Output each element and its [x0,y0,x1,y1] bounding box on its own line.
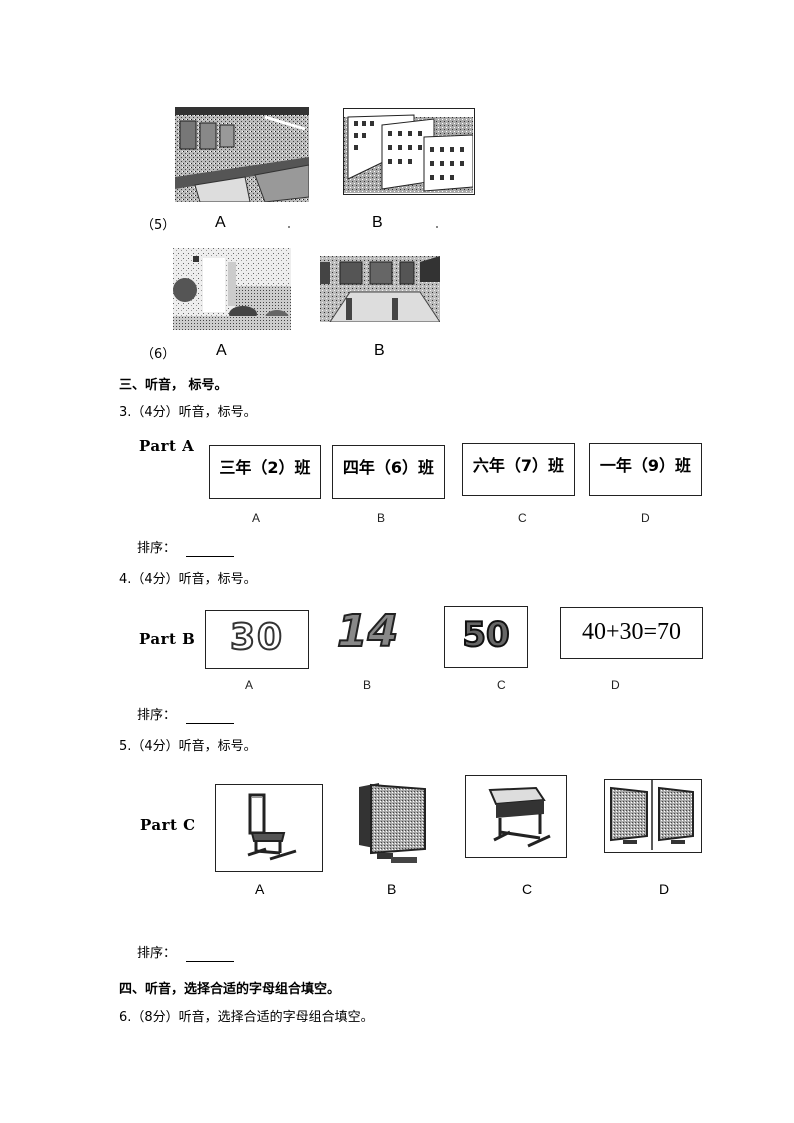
question4-order-row: 排序： [137,708,235,724]
question3-option-a-card: 三年（2）班 [209,445,321,499]
q5-option-a-classroom-image [175,107,309,202]
dot-mark [436,226,438,228]
question5-order-label: 排序： [137,946,177,961]
question3-option-c-text: 六年（7）班 [472,456,565,475]
q6-option-b-dining-hall-image [320,256,440,322]
q6-option-b-letter: B [374,342,385,359]
q5-option-b-library-image [343,108,475,195]
question4-part-label: Part B [139,630,196,648]
question5-part-label: Part C [140,816,196,834]
question4-option-c-number: 50 [461,614,510,656]
question4-option-d-text: 40+30=70 [581,619,682,645]
question3-order-blank[interactable] [186,544,235,557]
q5-option-b-letter: B [372,214,383,231]
q5-number: （5） [141,218,176,233]
question3-letter-a: A [252,511,261,525]
desk-icon [488,786,551,848]
question5-letter-d: D [659,881,670,897]
question5-option-c-card [465,775,567,858]
question5-title: 5.（4分）听音，标号。 [119,739,257,754]
question3-letter-b: B [377,511,386,525]
question3-part-label: Part A [139,437,195,455]
question5-option-b-computer-icon [359,783,426,863]
question5-option-d-card [604,779,702,853]
question4-letter-b: B [363,678,372,692]
question5-order-blank[interactable] [186,949,235,962]
section4-heading: 四、听音，选择合适的字母组合填空。 [119,982,341,997]
question5-letter-b: B [387,881,397,897]
question3-option-b-card: 四年（6）班 [332,445,445,499]
question3-order-row: 排序： [137,541,235,557]
dot-mark [288,226,290,228]
question3-letter-c: C [518,511,527,525]
question4-option-a-number: 30 [229,616,285,659]
question3-order-label: 排序： [137,541,177,556]
q6-number: （6） [141,347,176,362]
question3-option-d-card: 一年（9）班 [589,443,702,496]
section3-heading: 三、听音， 标号。 [119,378,228,393]
q6-option-a-school-building-image [173,248,291,330]
question4-letter-a: A [245,678,254,692]
chair-icon [247,793,297,861]
q5-option-a-letter: A [215,214,226,231]
question5-order-row: 排序： [137,946,235,962]
question4-letter-d: D [611,678,620,692]
question4-order-blank[interactable] [186,711,235,724]
question3-option-d-text: 一年（9）班 [599,456,692,475]
question5-letter-a: A [255,881,265,897]
question4-option-a-card: 30 [205,610,309,669]
question3-option-c-card: 六年（7）班 [462,443,575,496]
question4-option-d-card: 40+30=70 [560,607,703,659]
question4-option-c-card: 50 [444,606,528,668]
question4-letter-c: C [497,678,506,692]
q6-option-a-letter: A [216,342,227,359]
two-monitors-icon [610,780,694,850]
question3-option-b-text: 四年（6）班 [342,458,435,477]
question3-title: 3.（4分）听音，标号。 [119,405,257,420]
question4-option-b-number: 14 [336,605,399,658]
question5-option-a-card [215,784,323,872]
question4-order-label: 排序： [137,708,177,723]
question3-letter-d: D [641,511,650,525]
question4-title: 4.（4分）听音，标号。 [119,572,257,587]
question3-option-a-text: 三年（2）班 [219,458,311,477]
question5-letter-c: C [522,881,533,897]
question6-title: 6.（8分）听音，选择合适的字母组合填空。 [119,1010,374,1025]
